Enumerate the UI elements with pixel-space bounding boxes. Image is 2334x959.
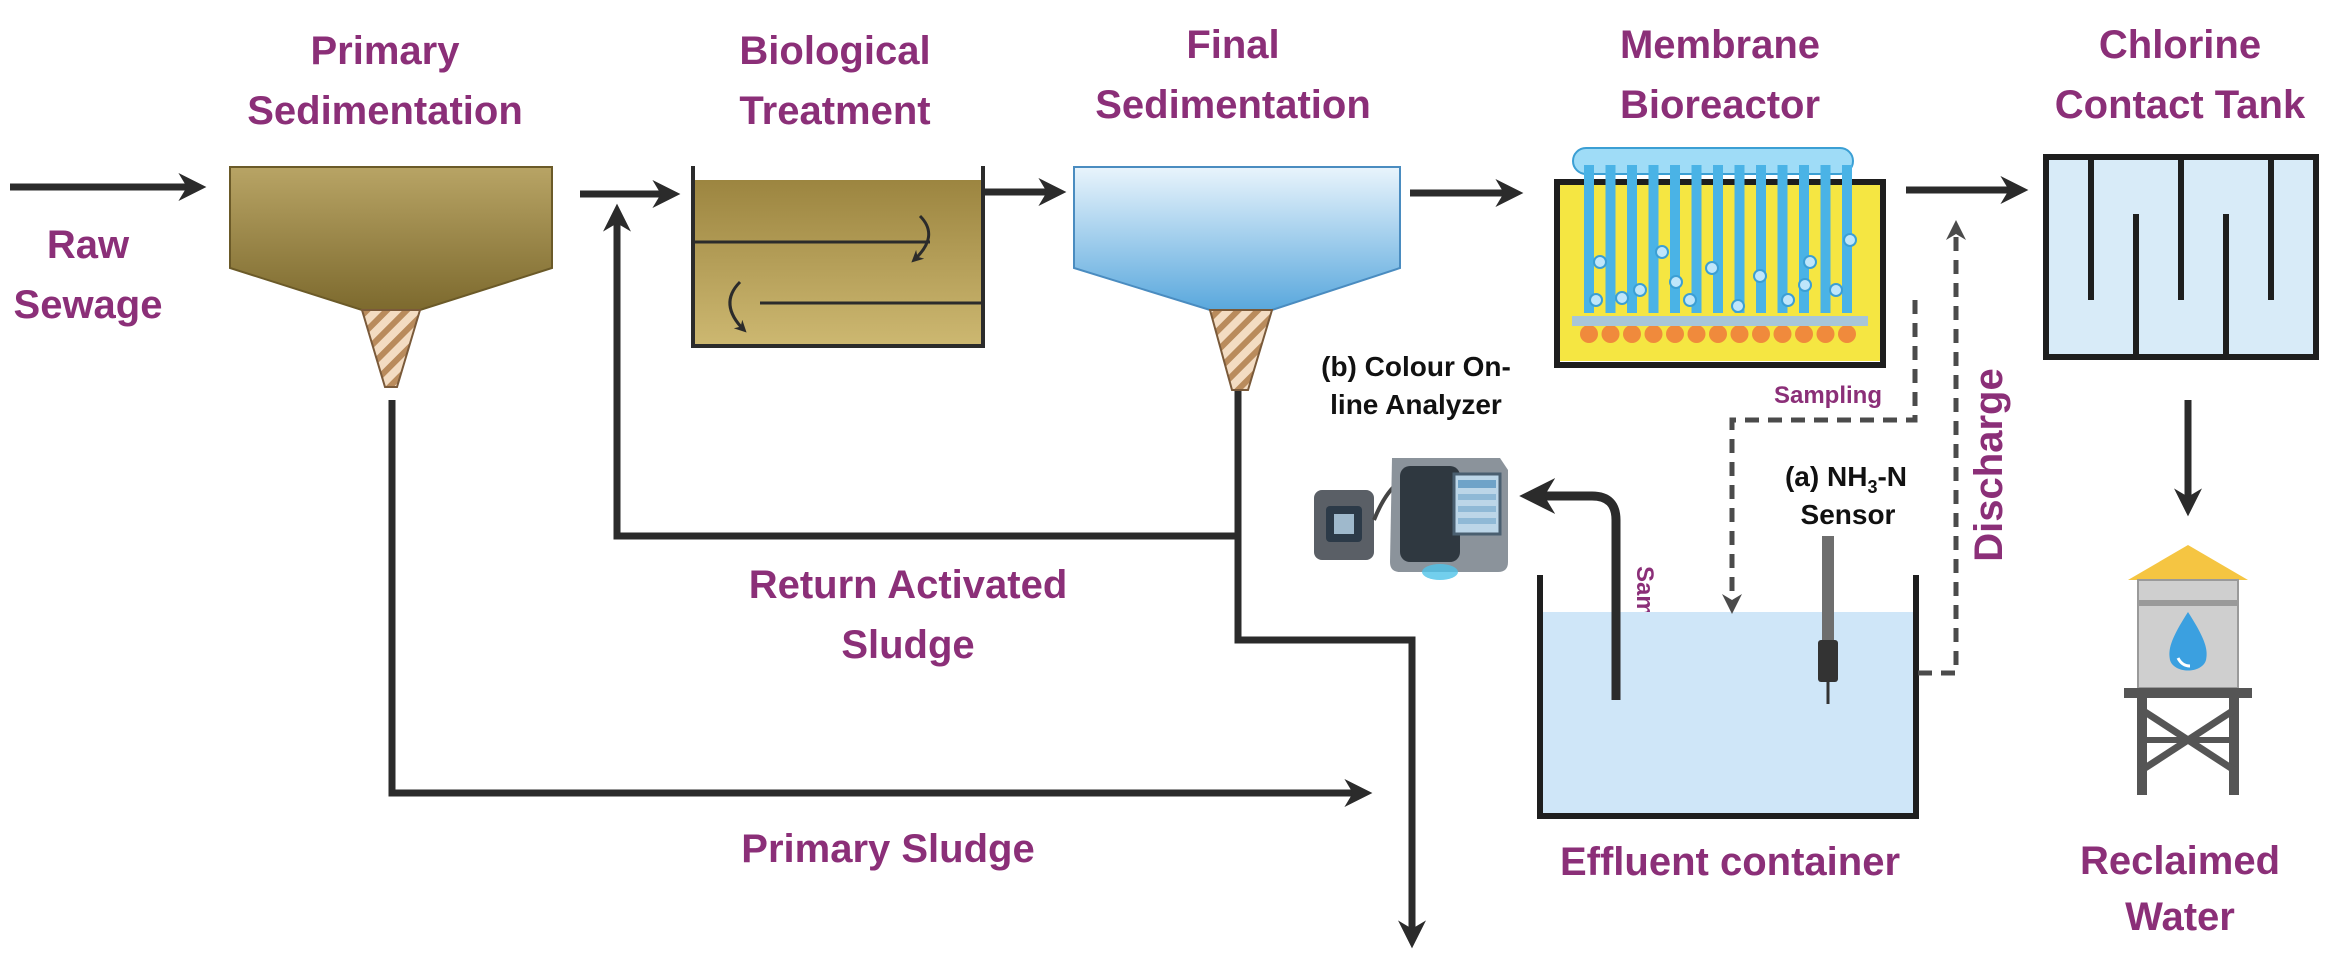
membrane-fiber bbox=[1670, 165, 1680, 313]
effluent-container bbox=[1537, 575, 1919, 819]
return-activated-sludge-line bbox=[603, 203, 1242, 540]
mbr-sampling-dashed-line bbox=[1722, 300, 1918, 614]
discharge-label: Discharge bbox=[1967, 368, 2011, 561]
svg-text:Sludge: Sludge bbox=[841, 623, 974, 667]
biological-treatment-tank bbox=[691, 166, 985, 348]
final-sedimentation-label: Final Sedimentation bbox=[1095, 23, 1371, 127]
nh3-sensor-probe-icon bbox=[1818, 536, 1838, 704]
svg-text:Sensor: Sensor bbox=[1801, 499, 1896, 530]
aeration-diffuser bbox=[1601, 325, 1620, 343]
aeration-diffuser bbox=[1644, 325, 1663, 343]
svg-text:Treatment: Treatment bbox=[739, 89, 930, 133]
aeration-diffuser bbox=[1580, 325, 1598, 343]
primary-sedimentation-label: Primary Sedimentation bbox=[247, 29, 523, 133]
svg-text:Primary: Primary bbox=[311, 29, 461, 73]
aeration-diffuser bbox=[1709, 325, 1727, 343]
membrane-fiber bbox=[1799, 165, 1809, 313]
primary-sludge-line bbox=[388, 400, 1373, 807]
svg-text:Reclaimed: Reclaimed bbox=[2080, 839, 2280, 883]
raw-sewage-label: Raw Sewage bbox=[14, 223, 163, 327]
chlorine-contact-tank bbox=[2043, 154, 2319, 360]
air-bubble bbox=[1781, 293, 1795, 307]
reclaimed-water-label: Reclaimed Water bbox=[2080, 839, 2280, 939]
membrane-bioreactor bbox=[1554, 147, 1886, 368]
aeration-diffuser bbox=[1730, 325, 1749, 343]
air-bubble bbox=[1593, 255, 1607, 269]
air-bubble bbox=[1843, 233, 1857, 247]
svg-text:Contact Tank: Contact Tank bbox=[2055, 83, 2306, 127]
aeration-diffuser bbox=[1795, 325, 1813, 343]
svg-text:Sewage: Sewage bbox=[14, 283, 163, 327]
svg-text:line Analyzer: line Analyzer bbox=[1330, 389, 1502, 420]
membrane-fiber bbox=[1605, 165, 1616, 313]
svg-text:Sedimentation: Sedimentation bbox=[1095, 83, 1371, 127]
air-bubble bbox=[1829, 283, 1843, 297]
air-bubble bbox=[1798, 278, 1812, 292]
return-activated-sludge-label: Return Activated Sludge bbox=[749, 563, 1068, 667]
final-sedimentation-tank bbox=[1073, 166, 1401, 391]
air-bubble bbox=[1655, 245, 1669, 259]
air-bubbles bbox=[1580, 233, 1857, 343]
membrane-fiber bbox=[1756, 165, 1766, 313]
membrane-fiber bbox=[1713, 165, 1723, 313]
biological-treatment-label: Biological Treatment bbox=[739, 29, 930, 133]
air-bubble bbox=[1683, 293, 1697, 307]
air-bubble bbox=[1589, 293, 1603, 307]
membrane-fiber bbox=[1584, 165, 1594, 313]
svg-text:Membrane: Membrane bbox=[1620, 23, 1820, 67]
membrane-fiber bbox=[1648, 165, 1659, 313]
air-bubble bbox=[1803, 255, 1817, 269]
aeration-diffuser bbox=[1752, 325, 1770, 343]
svg-text:Return Activated: Return Activated bbox=[749, 563, 1068, 607]
membrane-fiber bbox=[1777, 165, 1788, 313]
aeration-diffuser bbox=[1687, 325, 1706, 343]
air-bubble bbox=[1705, 261, 1719, 275]
membrane-fiber bbox=[1627, 165, 1637, 313]
svg-text:Raw: Raw bbox=[47, 223, 130, 267]
sampling-label-top: Sampling bbox=[1774, 382, 1882, 409]
membrane-bioreactor-label: Membrane Bioreactor bbox=[1620, 23, 1820, 127]
aeration-diffuser bbox=[1838, 325, 1856, 343]
membrane-fiber bbox=[1691, 165, 1702, 313]
membrane-fiber bbox=[1820, 165, 1831, 313]
svg-text:Final: Final bbox=[1186, 23, 1279, 67]
aeration-diffuser bbox=[1773, 325, 1792, 343]
svg-text:(b) Colour On-: (b) Colour On- bbox=[1321, 351, 1511, 382]
svg-text:Chlorine: Chlorine bbox=[2099, 23, 2261, 67]
svg-text:Biological: Biological bbox=[739, 29, 930, 73]
analyzer-label: (b) Colour On- line Analyzer bbox=[1321, 351, 1511, 420]
analyzer-sampling-pipe bbox=[1519, 478, 1621, 700]
nh3-sensor-label: (a) NH3-N Sensor bbox=[1785, 461, 1907, 530]
membrane-fiber bbox=[1734, 165, 1745, 313]
svg-text:Bioreactor: Bioreactor bbox=[1620, 83, 1820, 127]
aeration-diffuser bbox=[1816, 325, 1835, 343]
primary-sedimentation-tank bbox=[229, 166, 553, 388]
aeration-diffuser bbox=[1623, 325, 1641, 343]
colour-analyzer-icon bbox=[1314, 458, 1508, 580]
svg-text:(a) NH3-N: (a) NH3-N bbox=[1785, 461, 1907, 497]
chlorine-contact-tank-label: Chlorine Contact Tank bbox=[2055, 23, 2306, 127]
air-bubble bbox=[1731, 299, 1745, 313]
discharge-dashed-line bbox=[1918, 220, 1966, 676]
svg-text:Sedimentation: Sedimentation bbox=[247, 89, 523, 133]
air-bubble bbox=[1633, 283, 1647, 297]
air-bubble bbox=[1615, 291, 1629, 305]
svg-text:Water: Water bbox=[2125, 895, 2235, 939]
effluent-container-label: Effluent container bbox=[1560, 840, 1900, 884]
air-bubble bbox=[1753, 269, 1767, 283]
reclaimed-water-tower-icon bbox=[2124, 545, 2252, 795]
primary-sludge-label: Primary Sludge bbox=[741, 827, 1034, 871]
air-bubble bbox=[1669, 275, 1683, 289]
waste-sludge-line bbox=[1234, 536, 1426, 949]
aeration-diffuser bbox=[1666, 325, 1684, 343]
